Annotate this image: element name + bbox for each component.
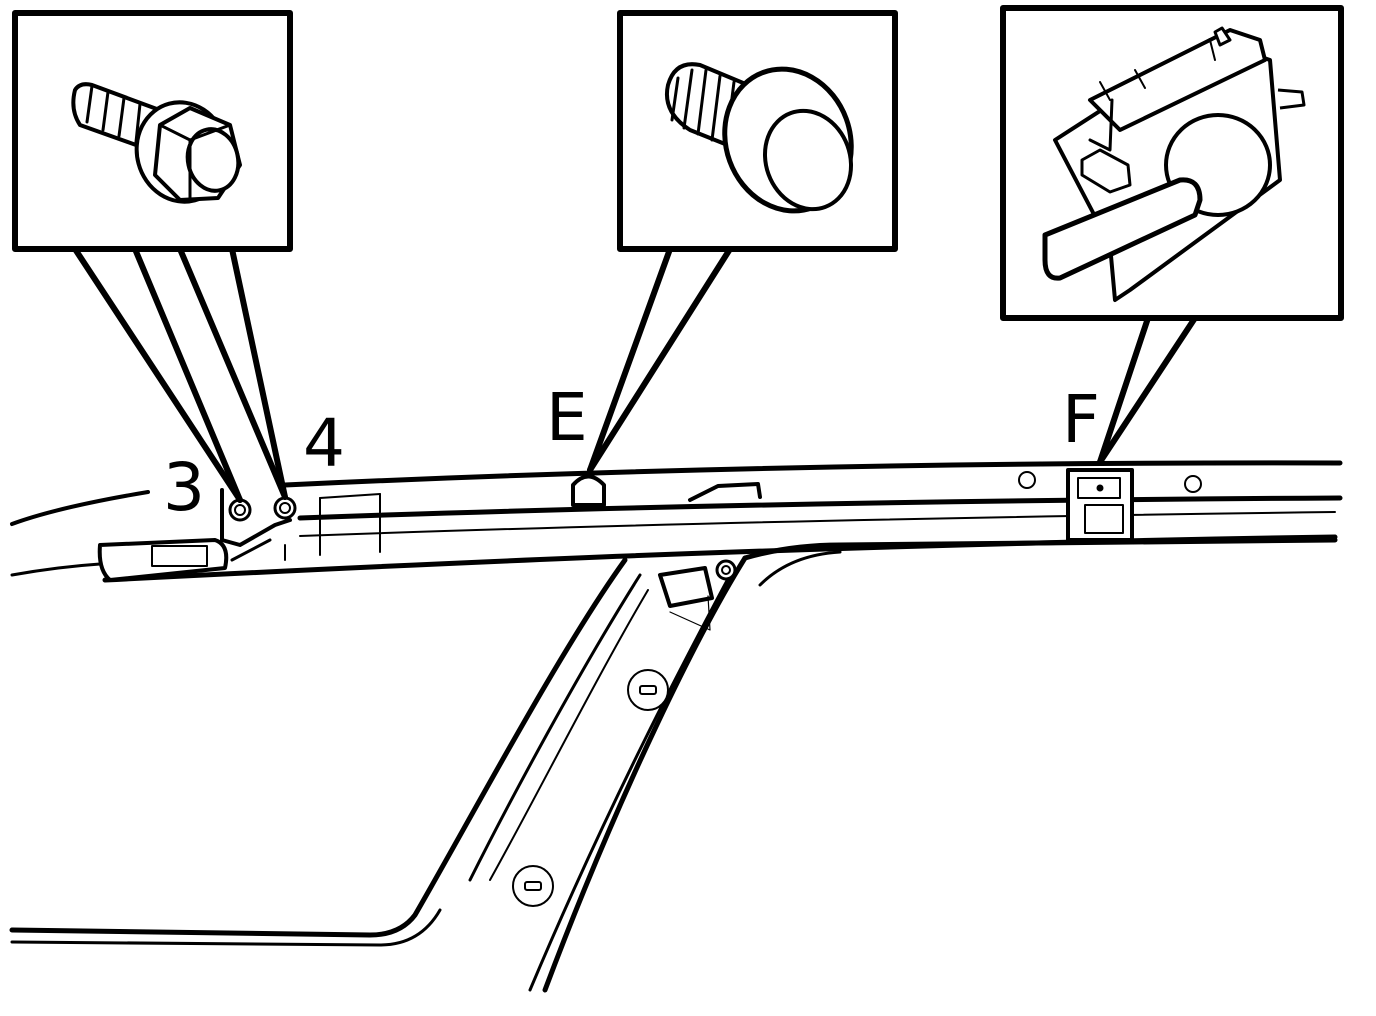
clip-f-location [1066, 468, 1134, 542]
bracket-clip-icon [1042, 26, 1306, 302]
pillar-grommet-upper [627, 669, 669, 711]
detail-box-bracket-clip [1000, 5, 1344, 321]
flange-bolt-icon [71, 82, 242, 204]
push-clip-icon [665, 62, 854, 214]
leader-lines [72, 246, 1198, 503]
detail-box-bolt [12, 10, 293, 252]
pillar-grommet-lower [512, 865, 554, 907]
roof-rail-drawing [9, 460, 1343, 993]
detail-box-push-clip [617, 10, 898, 252]
callout-label-3: 3 [163, 449, 205, 526]
fastener-4 [273, 496, 297, 520]
callout-label-e: E [546, 379, 588, 456]
clip-e-location [571, 474, 606, 507]
callout-label-4: 4 [303, 405, 345, 482]
callout-label-f: F [1062, 381, 1100, 458]
